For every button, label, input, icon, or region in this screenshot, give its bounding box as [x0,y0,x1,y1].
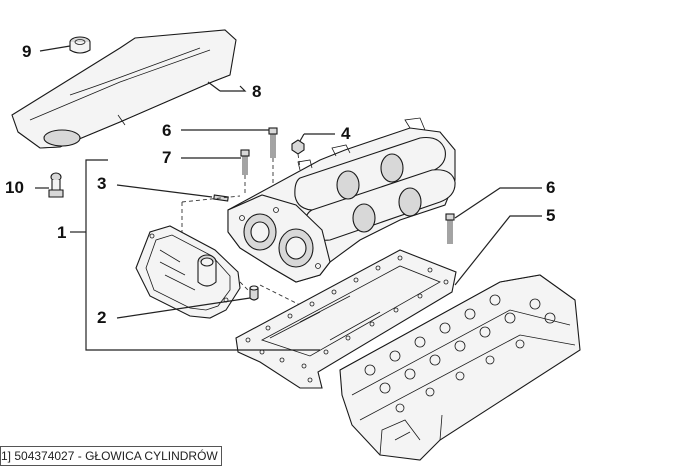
callout-9: 9 [22,42,31,61]
part-dowel-2 [249,285,259,301]
group-bracket-1 [70,159,320,351]
diagram-caption: 1] 504374027 - GŁOWICA CYLINDRÓW [0,446,222,466]
callout-6-right: 6 [546,178,555,197]
callout-4: 4 [341,124,351,143]
part-cylinder-head [339,274,581,461]
callout-7: 7 [162,148,171,167]
callout-3: 3 [97,174,106,193]
callout-6-top: 6 [162,121,171,140]
part-front-cover [135,225,241,319]
part-engine-cover [11,29,237,149]
callout-10: 10 [5,178,24,197]
part-bolt-6-right [445,213,455,244]
callout-8: 8 [252,82,261,101]
callout-1: 1 [57,223,66,242]
part-gasket [235,249,457,389]
leader-lines [35,45,542,319]
callout-2: 2 [97,308,106,327]
callout-5: 5 [546,206,555,225]
part-camshaft-carrier [227,117,456,283]
part-nut-4 [291,139,305,155]
part-bolt-6-top [268,127,278,158]
part-pin-3 [213,194,229,202]
part-bolt-7 [240,149,250,175]
part-oil-cap [69,36,91,54]
part-breather-fitting [48,172,64,198]
alignment-lines [181,153,301,306]
